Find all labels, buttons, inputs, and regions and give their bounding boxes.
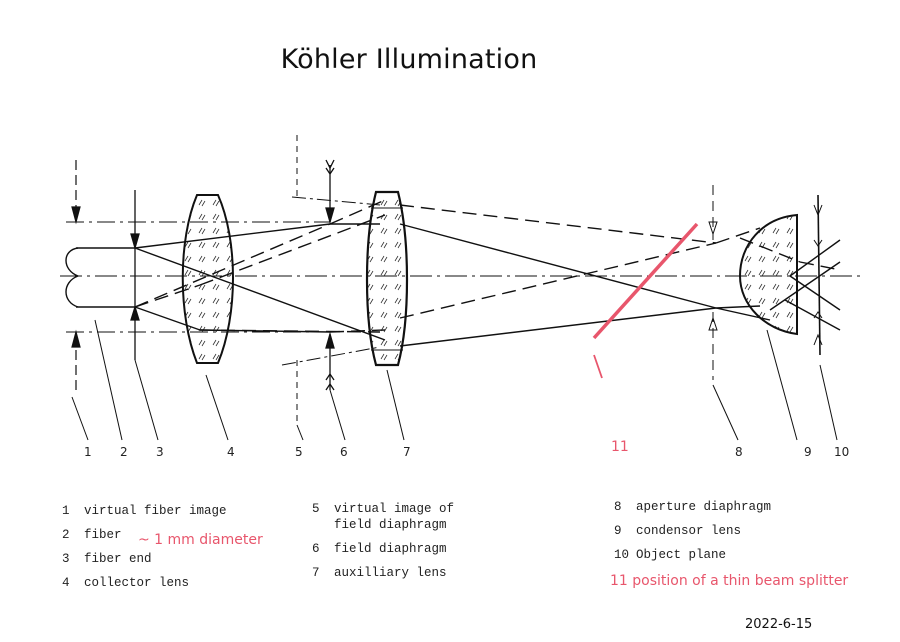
label-9: 9 xyxy=(804,445,812,459)
fiber xyxy=(65,247,135,308)
legend-item-5-cont: field diaphragm xyxy=(334,518,447,532)
dashed-rays xyxy=(134,199,841,333)
field-diaphragm xyxy=(325,159,335,391)
label-1: 1 xyxy=(84,445,92,459)
label-6: 6 xyxy=(340,445,348,459)
label-3: 3 xyxy=(156,445,164,459)
auxiliary-lens xyxy=(365,190,409,367)
aperture-diaphragm xyxy=(708,185,718,380)
condenser-lens xyxy=(738,213,798,336)
label-5: 5 xyxy=(295,445,303,459)
label-11: 11 xyxy=(611,439,629,455)
virtual-field-diaphragm xyxy=(281,135,381,425)
label-4: 4 xyxy=(227,445,235,459)
leader-lines xyxy=(71,319,838,441)
beam-splitter xyxy=(592,222,699,340)
beam-splitter-note: 11 position of a thin beam splitter xyxy=(610,573,849,589)
label-7: 7 xyxy=(403,445,411,459)
object-plane xyxy=(813,194,823,356)
fiber-end xyxy=(130,190,140,360)
label-8: 8 xyxy=(735,445,743,459)
virtual-fiber-image-arrows xyxy=(71,160,81,395)
date-stamp: 2022-6-15 xyxy=(745,617,813,632)
collector-lens xyxy=(181,194,234,364)
beam-splitter-leader xyxy=(593,354,603,379)
page-title: Köhler Illumination xyxy=(280,44,538,75)
label-10: 10 xyxy=(834,445,849,459)
label-2: 2 xyxy=(120,445,128,459)
solid-rays xyxy=(134,223,841,347)
fiber-diameter-note: ~ 1 mm diameter xyxy=(138,532,263,548)
